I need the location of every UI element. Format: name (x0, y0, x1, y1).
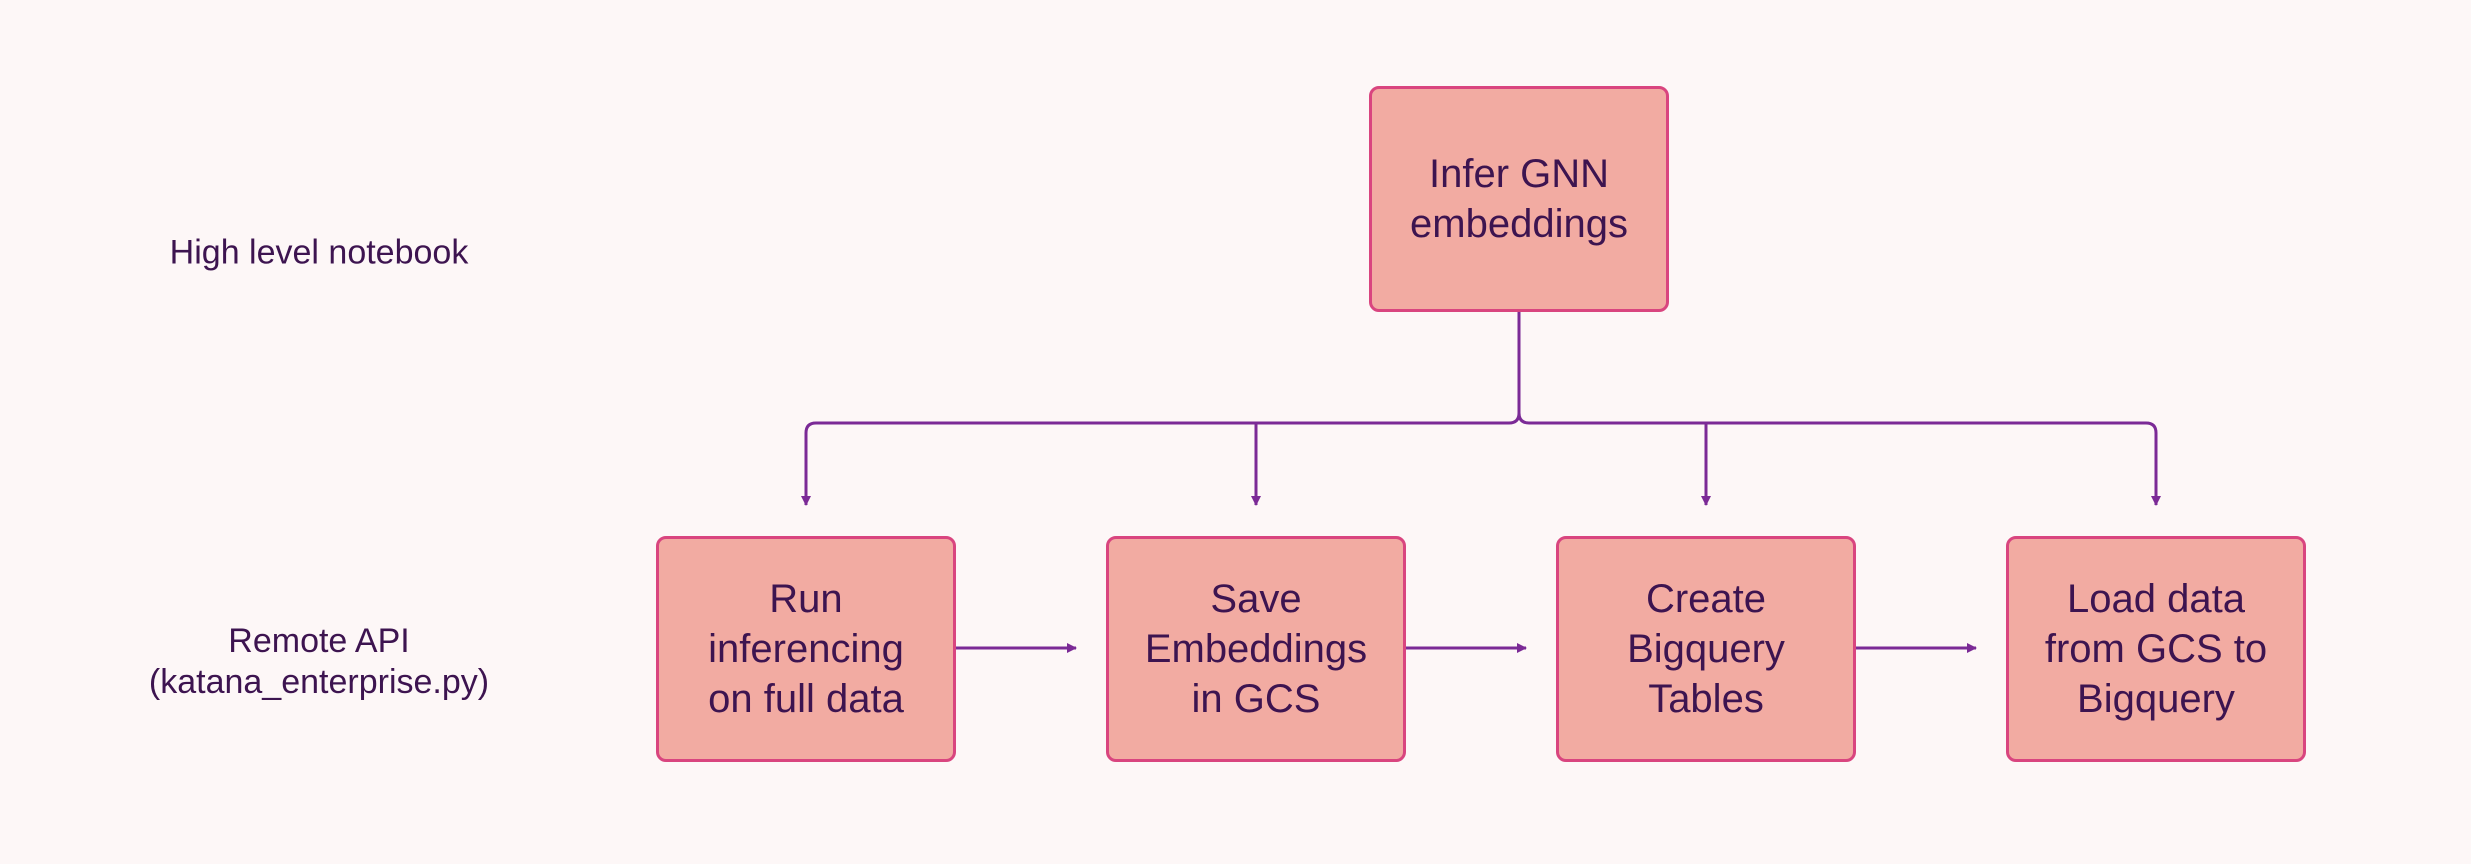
node-create-bigquery-tables: Create Bigquery Tables (1556, 536, 1856, 762)
node-save-embeddings: Save Embeddings in GCS (1106, 536, 1406, 762)
node-label: Run inferencing on full data (708, 577, 904, 721)
node-run-inferencing: Run inferencing on full data (656, 536, 956, 762)
node-label: Create Bigquery Tables (1627, 577, 1785, 721)
row-label-remote-api: Remote API (katana_enterprise.py) (148, 622, 490, 701)
node-label: Infer GNN embeddings (1410, 152, 1628, 246)
edge-root-to-step-4 (1517, 412, 2161, 506)
node-label: Load data from GCS to Bigquery (2044, 577, 2268, 721)
edge-root-to-step-1 (801, 311, 1521, 506)
row-label-high-level-notebook: High level notebook (169, 233, 469, 272)
node-load-data: Load data from GCS to Bigquery (2006, 536, 2306, 762)
node-infer-gnn-embeddings: Infer GNN embeddings (1369, 86, 1669, 312)
node-label: Save Embeddings in GCS (1144, 577, 1368, 721)
